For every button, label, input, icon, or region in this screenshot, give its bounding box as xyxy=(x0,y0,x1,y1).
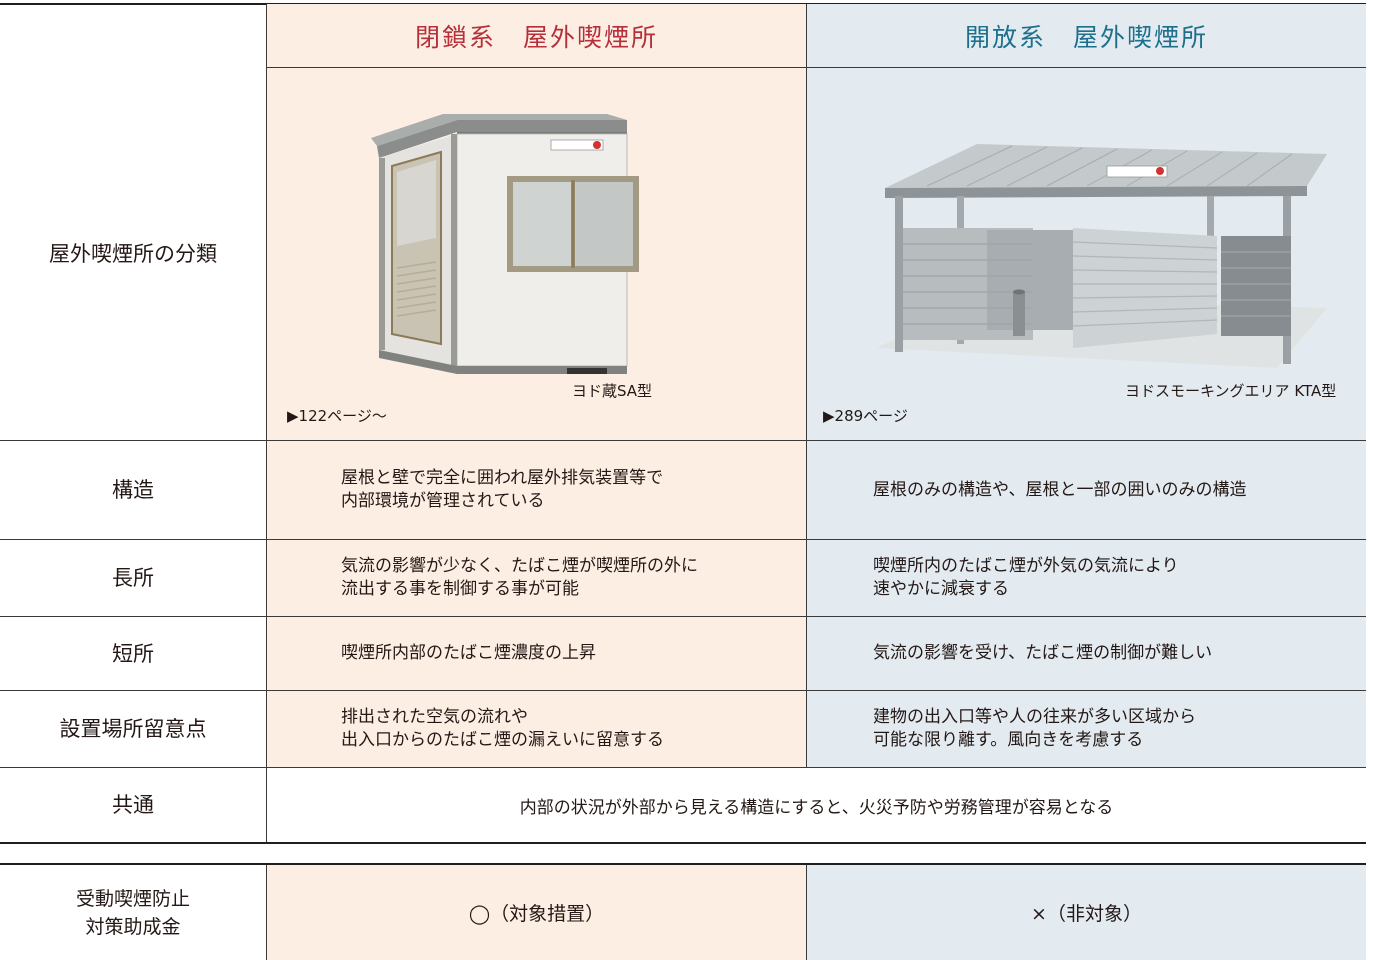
closed-text-cell: 屋根と壁で完全に囲われ屋外排気装置等で内部環境が管理されている xyxy=(266,441,806,539)
common-row: 共通 内部の状況が外部から見える構造にすると、火災予防や労務管理が容易となる xyxy=(0,768,1366,842)
open-text-cell: 屋根のみの構造や、屋根と一部の囲いのみの構造 xyxy=(806,441,1366,539)
table-row: 設置場所留意点 排出された空気の流れや出入口からのたばこ煙の漏えいに留意する 建… xyxy=(0,691,1366,767)
subsidy-label-line: 対策助成金 xyxy=(85,915,181,938)
cell-text-line: 出入口からのたばこ煙の漏えいに留意する xyxy=(341,730,664,750)
row-divider xyxy=(0,767,1366,768)
subsidy-label: 受動喫煙防止 対策助成金 xyxy=(0,865,266,960)
row-divider xyxy=(0,539,1366,540)
open-caption: ヨドスモーキングエリア KTA型 xyxy=(1125,382,1337,400)
open-text-cell: 喫煙所内のたばこ煙が外気の気流により速やかに減衰する xyxy=(806,540,1366,616)
cell-text-line: 建物の出入口等や人の往来が多い区域から xyxy=(873,707,1196,727)
row-label: 構造 xyxy=(112,478,154,502)
row-label: 短所 xyxy=(112,641,154,666)
open-title: 開放系 屋外喫煙所 xyxy=(964,23,1208,52)
table-row: 構造 屋根と壁で完全に囲われ屋外排気装置等で内部環境が管理されている 屋根のみの… xyxy=(0,441,1366,539)
open-image-cell: ヨドスモーキングエリア KTA型 ▶289ページ xyxy=(806,68,1366,440)
subsidy-open-value: ×（非対象） xyxy=(1031,903,1142,925)
header-row: 閉鎖系 屋外喫煙所 開放系 屋外喫煙所 xyxy=(0,4,1366,68)
header-empty-cell xyxy=(0,4,266,68)
cell-text-line: 排出された空気の流れや xyxy=(341,707,528,727)
subsidy-closed-value: ◯（対象措置） xyxy=(468,903,605,925)
classification-row: 屋外喫煙所の分類 xyxy=(0,68,1366,440)
subsidy-open-cell: ×（非対象） xyxy=(806,865,1366,960)
cell-text-line: 気流の影響が少なく、たばこ煙が喫煙所の外に xyxy=(341,556,698,576)
closed-image-cell: ヨド蔵SA型 ▶122ページ〜 xyxy=(266,68,806,440)
subsidy-top-border xyxy=(0,863,1366,865)
cell-text-line: 喫煙所内のたばこ煙が外気の気流により xyxy=(873,556,1179,576)
closed-text-cell: 気流の影響が少なく、たばこ煙が喫煙所の外に流出する事を制御する事が可能 xyxy=(266,540,806,616)
cell-text-line: 内部環境が管理されている xyxy=(341,491,545,511)
comparison-table: 閉鎖系 屋外喫煙所 開放系 屋外喫煙所 屋外喫煙所の分類 xyxy=(0,3,1366,844)
common-text: 内部の状況が外部から見える構造にすると、火災予防や労務管理が容易となる xyxy=(266,768,1366,842)
header-open-cell: 開放系 屋外喫煙所 xyxy=(806,4,1366,68)
open-page-ref: ▶289ページ xyxy=(823,407,908,425)
closed-caption: ヨド蔵SA型 xyxy=(572,382,653,400)
row-divider xyxy=(0,690,1366,691)
cell-text-line: 喫煙所内部のたばこ煙濃度の上昇 xyxy=(341,643,596,663)
cell-text-line: 可能な限り離す。風向きを考慮する xyxy=(873,730,1144,750)
cell-text-line: 屋根のみの構造や、屋根と一部の囲いのみの構造 xyxy=(873,479,1247,500)
row-label: 長所 xyxy=(112,566,154,590)
cell-text-line: 屋根と壁で完全に囲われ屋外排気装置等で xyxy=(341,468,664,488)
open-text-cell: 気流の影響を受け、たばこ煙の制御が難しい xyxy=(806,617,1366,690)
closed-text-cell: 喫煙所内部のたばこ煙濃度の上昇 xyxy=(266,617,806,690)
closed-page-ref: ▶122ページ〜 xyxy=(287,407,387,425)
row-label: 設置場所留意点 xyxy=(59,717,207,741)
subsidy-table: 受動喫煙防止 対策助成金 ◯（対象措置） ×（非対象） xyxy=(0,862,1366,960)
open-shelter-image xyxy=(877,144,1327,368)
cell-text-line: 速やかに減衰する xyxy=(873,579,1009,599)
table-bottom-border xyxy=(0,842,1366,844)
closed-text-cell: 排出された空気の流れや出入口からのたばこ煙の漏えいに留意する xyxy=(266,691,806,767)
header-closed-cell: 閉鎖系 屋外喫煙所 xyxy=(266,4,806,68)
cell-text-line: 気流の影響を受け、たばこ煙の制御が難しい xyxy=(873,643,1213,663)
open-text-cell: 建物の出入口等や人の往来が多い区域から可能な限り離す。風向きを考慮する xyxy=(806,691,1366,767)
header-divider xyxy=(266,67,1366,68)
classification-label: 屋外喫煙所の分類 xyxy=(49,242,217,266)
closed-title: 閉鎖系 屋外喫煙所 xyxy=(414,23,658,52)
common-label: 共通 xyxy=(112,793,154,817)
closed-booth-image xyxy=(371,114,639,374)
row-divider xyxy=(0,440,1366,441)
table-row: 短所 喫煙所内部のたばこ煙濃度の上昇 気流の影響を受け、たばこ煙の制御が難しい xyxy=(0,617,1366,690)
row-divider xyxy=(0,616,1366,617)
cell-text-line: 流出する事を制御する事が可能 xyxy=(341,579,579,599)
table-row: 長所 気流の影響が少なく、たばこ煙が喫煙所の外に流出する事を制御する事が可能 喫… xyxy=(0,540,1366,616)
subsidy-label-line: 受動喫煙防止 xyxy=(75,887,190,910)
subsidy-row: 受動喫煙防止 対策助成金 ◯（対象措置） ×（非対象） xyxy=(0,865,1366,960)
subsidy-closed-cell: ◯（対象措置） xyxy=(266,865,806,960)
